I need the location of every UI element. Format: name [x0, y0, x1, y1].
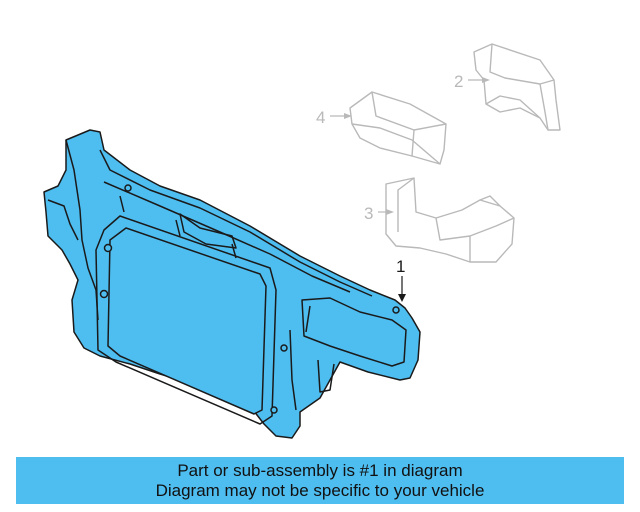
parts-diagram: 1 2 3 4	[43, 43, 561, 439]
callout-leaders	[330, 77, 490, 302]
part-1-radiator-support[interactable]	[43, 129, 421, 439]
callout-2-arrowhead	[482, 77, 490, 83]
callout-4-arrowhead	[344, 113, 352, 119]
part-3-bracket[interactable]	[385, 177, 515, 263]
banner-line-2: Diagram may not be specific to your vehi…	[155, 480, 485, 500]
callout-4-label: 4	[316, 108, 325, 127]
callout-2-label: 2	[454, 72, 463, 91]
callout-1-arrowhead	[398, 294, 406, 302]
info-banner: Part or sub-assembly is #1 in diagram Di…	[16, 457, 624, 504]
part-2-bracket[interactable]	[473, 43, 561, 131]
callout-3-arrowhead	[386, 209, 394, 215]
callout-3-label: 3	[364, 204, 373, 223]
banner-line-1: Part or sub-assembly is #1 in diagram	[177, 460, 463, 480]
part-4-duct[interactable]	[349, 91, 447, 165]
callout-1-label: 1	[396, 257, 405, 276]
